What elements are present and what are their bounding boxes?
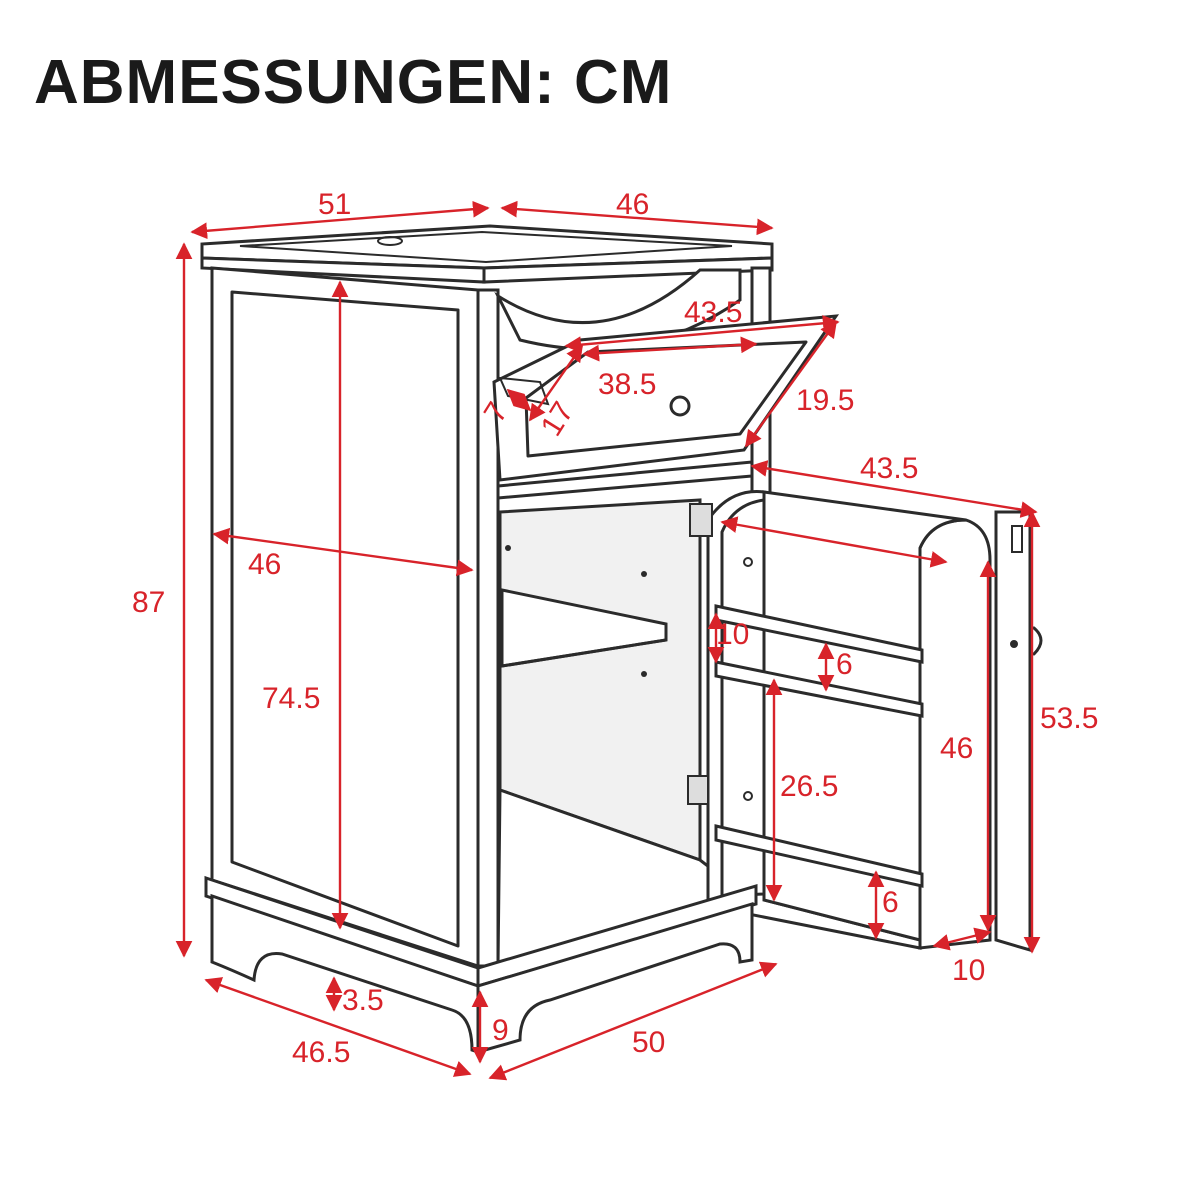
label-top-width: 51 (318, 188, 351, 221)
countertop-side (482, 256, 774, 284)
cabinet-drawing (200, 224, 1043, 1055)
label-total-height: 87 (132, 586, 165, 619)
dim-line-base-width (488, 961, 778, 1081)
dim-line-door-inner-width (720, 516, 948, 568)
dim-line-drawer-depth (529, 344, 583, 422)
dim-line-door-thickness (932, 927, 992, 951)
label-side-depth: 46 (248, 548, 281, 581)
label-side-height: 74.5 (262, 682, 320, 715)
drawer-knob (669, 395, 691, 417)
label-top-depth: 46 (616, 188, 649, 221)
dim-line-drawer-small (506, 388, 532, 412)
label-drawer-outer: 43.5 (684, 296, 742, 329)
label-door-inner-height: 46 (940, 732, 973, 765)
label-rail-height: 6 (836, 648, 853, 681)
dim-line-top-width (190, 200, 490, 240)
label-plinth-height: 9 (492, 1014, 509, 1047)
label-base-width: 50 (632, 1026, 665, 1059)
dim-line-drawer-height (745, 320, 837, 448)
label-door-thickness: 10 (952, 954, 985, 987)
label-lower-rail: 26.5 (780, 770, 838, 803)
dim-line-top-depth (500, 200, 774, 236)
dim-line-side-depth (212, 527, 474, 577)
dim-line-base-depth (204, 977, 472, 1077)
side-panel (210, 266, 480, 969)
dimension-labels: 51 46 87 46 74.5 43.5 38.5 19.5 17 7 43.… (132, 188, 1098, 1069)
dim-line-drawer-inner (582, 336, 758, 362)
dimension-lines (175, 200, 1041, 1081)
dim-line-door-width (750, 460, 1038, 518)
door-edge (994, 510, 1032, 953)
label-plinth-arch: 3.5 (342, 984, 384, 1017)
label-base-depth: 46.5 (292, 1036, 350, 1069)
hinge-bottom-icon (687, 775, 709, 805)
label-door-total-height: 53.5 (1040, 702, 1098, 735)
side-panel-inner (230, 290, 460, 948)
hinge-top-icon (689, 503, 713, 537)
plinth-side (476, 883, 758, 989)
label-rail-gap: 10 (716, 618, 749, 651)
label-bottom-rail: 6 (882, 886, 899, 919)
label-drawer-inner: 38.5 (598, 368, 656, 401)
label-drawer-height: 19.5 (796, 384, 854, 417)
page-title: ABMESSUNGEN: CM (34, 48, 673, 117)
label-door-width: 43.5 (860, 452, 918, 485)
